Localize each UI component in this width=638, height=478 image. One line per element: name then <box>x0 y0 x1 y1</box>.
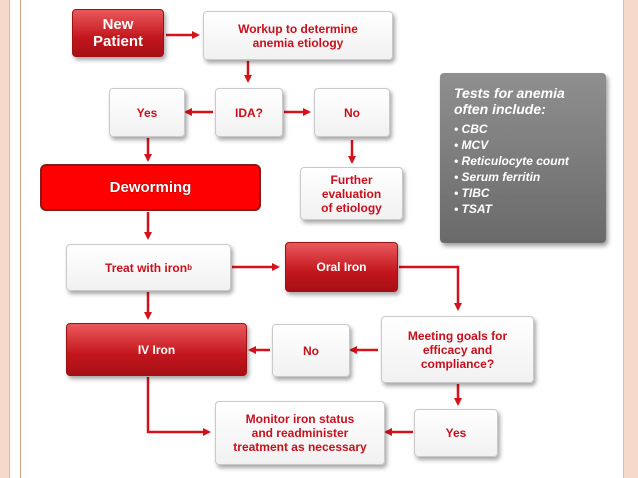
treat-with-iron-label: Treat with iron <box>105 260 188 275</box>
ida-box: IDA? <box>215 88 283 137</box>
workup-box: Workup to determine anemia etiology <box>203 11 393 60</box>
tests-list-item: Reticulocyte count <box>454 153 596 169</box>
tests-panel-title: Tests for anemia often include: <box>454 85 565 117</box>
oral-iron-box: Oral Iron <box>285 242 398 292</box>
iv-iron-box: IV Iron <box>66 323 247 376</box>
slide-frame-rule <box>20 0 21 478</box>
tests-list-item: Serum ferritin <box>454 169 596 185</box>
slide-frame-right <box>623 0 638 478</box>
no-top-box: No <box>314 88 390 137</box>
tests-list-item: TIBC <box>454 185 596 201</box>
tests-list: CBC MCV Reticulocyte count Serum ferriti… <box>454 121 596 217</box>
monitor-box: Monitor iron status and readminister tre… <box>215 401 385 465</box>
new-patient-box: New Patient <box>72 9 164 57</box>
deworming-box: Deworming <box>40 164 261 211</box>
arrow-oral-to-goals <box>399 265 462 311</box>
tests-list-item: MCV <box>454 137 596 153</box>
further-evaluation-box: Further evaluation of etiology <box>300 167 403 220</box>
tests-list-item: TSAT <box>454 201 596 217</box>
yes-top-box: Yes <box>109 88 185 137</box>
slide-frame-left <box>0 0 10 478</box>
tests-panel: Tests for anemia often include: CBC MCV … <box>440 73 606 243</box>
no-mid-box: No <box>272 324 350 377</box>
tests-list-item: CBC <box>454 121 596 137</box>
arrow-iv-to-monitor <box>146 377 211 436</box>
yes-bottom-box: Yes <box>414 409 498 457</box>
meeting-goals-box: Meeting goals for efficacy and complianc… <box>381 316 534 383</box>
